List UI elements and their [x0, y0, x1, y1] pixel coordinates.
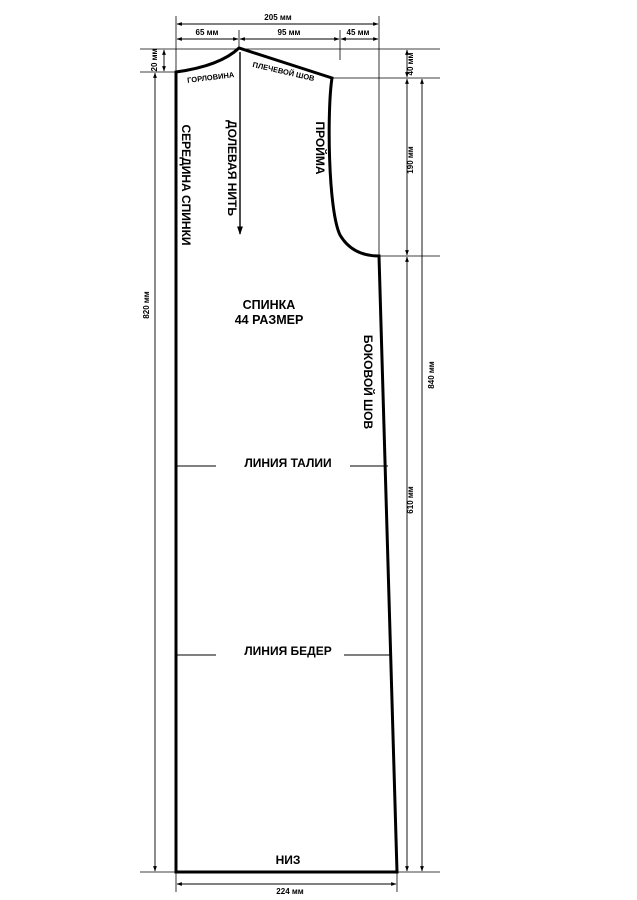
guide-lines	[176, 465, 391, 656]
dim-armhole-offset: 45 мм	[347, 28, 370, 37]
dimension-lines	[153, 22, 424, 886]
dim-shoulder-width: 95 мм	[278, 28, 301, 37]
dim-neck-width: 65 мм	[196, 28, 219, 37]
pattern-title-line1: СПИНКА	[243, 298, 296, 312]
dim-total-length: 840 мм	[427, 361, 436, 388]
pattern-title-line2: 44 РАЗМЕР	[235, 313, 304, 327]
label-hip-line: ЛИНИЯ БЕДЕР	[244, 644, 331, 658]
dim-armhole-depth: 190 мм	[406, 146, 415, 173]
dim-bottom-width: 224 мм	[276, 887, 303, 896]
dim-side-length: 610 мм	[406, 486, 415, 513]
dim-top-width: 205 мм	[264, 13, 291, 22]
label-waist-line: ЛИНИЯ ТАЛИИ	[244, 456, 331, 470]
label-armhole: ПРОЙМА	[313, 121, 328, 174]
dim-shoulder-drop: 40 мм	[406, 52, 415, 75]
dim-neck-drop: 20 мм	[150, 48, 159, 71]
label-hem: НИЗ	[276, 853, 301, 867]
dim-center-length: 820 мм	[142, 291, 151, 318]
label-grain-line: ДОЛЕВАЯ НИТЬ	[225, 120, 239, 216]
label-neckline: ГОРЛОВИНА	[187, 70, 236, 85]
extension-lines	[140, 16, 440, 892]
label-center-back: СЕРЕДИНА СПИНКИ	[179, 124, 193, 245]
label-side-seam: БОКОВОЙ ШОВ	[361, 335, 376, 430]
back-piece-outline	[174, 46, 399, 874]
